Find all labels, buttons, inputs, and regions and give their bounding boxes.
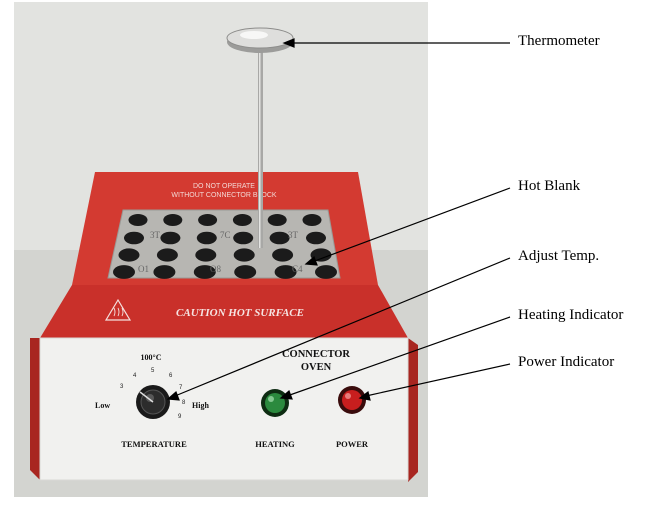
hot-block-hole xyxy=(310,248,332,262)
callout-thermometer: Thermometer xyxy=(518,33,600,49)
callout-hot-blank: Hot Blank xyxy=(518,178,581,194)
hot-block-hole xyxy=(315,265,337,279)
hot-block-hole xyxy=(233,248,255,262)
callout-heating-indicator: Heating Indicator xyxy=(518,307,624,323)
dial-number-4: 4 xyxy=(133,373,137,379)
dial-high-label: High xyxy=(192,401,209,410)
dial-number-9: 9 xyxy=(178,414,182,420)
heating-label: HEATING xyxy=(255,439,295,449)
callout-power-indicator: Power Indicator xyxy=(518,354,615,370)
hot-block-hole xyxy=(153,265,176,279)
hole-label-6: C4 xyxy=(292,264,303,274)
hot-block-hole xyxy=(193,265,216,279)
dial-number-6: 6 xyxy=(169,373,173,379)
top-warning-line-1: DO NOT OPERATE xyxy=(193,183,255,190)
hot-block-hole xyxy=(302,214,322,226)
hot-block-hole xyxy=(124,231,144,245)
power-indicator-light xyxy=(338,386,366,414)
hot-block-hole xyxy=(156,248,178,262)
hole-label-2: 7C xyxy=(220,230,231,240)
hot-block-hole xyxy=(160,231,181,245)
hole-label-1: 3T xyxy=(150,230,161,240)
hot-block-hole xyxy=(198,214,218,226)
oven-front-slope xyxy=(40,285,408,338)
dial-number-7: 7 xyxy=(179,385,183,391)
hot-block-hole xyxy=(269,231,290,245)
dial-number-3: 3 xyxy=(120,384,124,390)
hot-block-hole xyxy=(232,214,252,226)
hole-label-5: O8 xyxy=(210,264,221,274)
hot-block-hole xyxy=(234,265,257,279)
hot-block-hole xyxy=(113,265,135,279)
caution-label: CAUTION HOT SURFACE xyxy=(176,307,304,319)
oven-left-side xyxy=(30,338,40,480)
hot-block-hole xyxy=(128,214,148,226)
heating-indicator-light xyxy=(261,389,289,417)
hot-block-hole xyxy=(118,248,140,262)
brand-line-2: OVEN xyxy=(301,362,332,373)
hot-block-hole xyxy=(274,265,297,279)
temperature-label: TEMPERATURE xyxy=(121,439,187,449)
hot-block-hole xyxy=(267,214,287,226)
hole-label-4: O1 xyxy=(138,264,149,274)
thermometer-probe xyxy=(226,27,294,248)
power-label: POWER xyxy=(336,439,369,449)
brand-line-1: CONNECTOR xyxy=(282,349,350,360)
callout-leader-lines xyxy=(166,38,511,401)
hole-label-3: 3T xyxy=(288,230,299,240)
top-warning-line-2: WITHOUT CONNECTOR BLOCK xyxy=(171,192,276,199)
callout-adjust-temp: Adjust Temp. xyxy=(518,248,600,264)
hot-block-holes xyxy=(113,214,337,279)
hot-block-hole xyxy=(272,248,294,262)
hot-block-hole xyxy=(195,248,217,262)
dial-number-5: 5 xyxy=(151,368,155,374)
dial-low-label: Low xyxy=(95,401,110,410)
hot-block-hole xyxy=(196,231,217,245)
hot-block-hole xyxy=(306,231,326,245)
hot-block-hole xyxy=(163,214,183,226)
dial-max-temp: 100°C xyxy=(141,353,162,362)
temperature-knob[interactable] xyxy=(136,385,170,419)
hot-block-hole xyxy=(233,231,254,245)
hot-surface-icon xyxy=(104,298,132,321)
dial-number-8: 8 xyxy=(182,400,186,406)
oven-right-side xyxy=(408,338,418,482)
